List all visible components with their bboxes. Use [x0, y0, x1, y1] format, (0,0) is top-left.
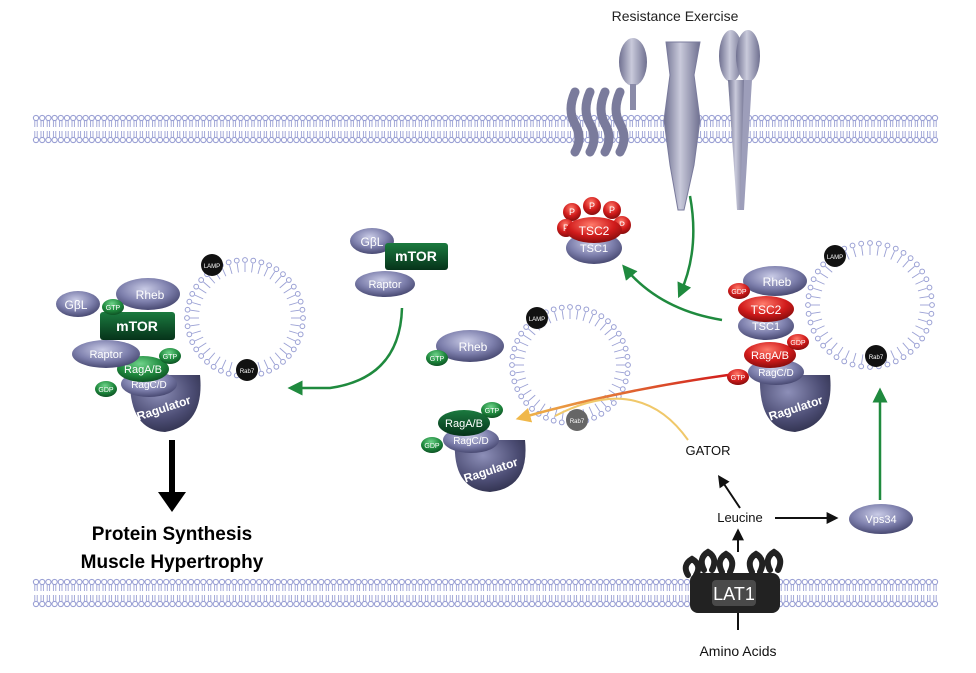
muscle-hypertrophy-label: Muscle Hypertrophy: [81, 552, 264, 573]
phospho-badge: P: [563, 223, 569, 233]
tsc2-label: TSC2: [751, 303, 782, 317]
phospho-badge: P: [609, 205, 615, 215]
gtp-badge: GTP: [731, 375, 746, 382]
rag-switch-arrow: [515, 373, 729, 423]
amino-acids-label: Amino Acids: [699, 643, 776, 659]
raptor-shape: [72, 340, 140, 368]
plasma-membrane-top: [32, 114, 939, 144]
protein-synthesis-label: Protein Synthesis: [92, 524, 253, 545]
lat1-label: LAT1: [713, 584, 755, 604]
ragc-d-label: RagC/D: [453, 436, 489, 447]
rab7-badge: Rab7: [570, 419, 585, 425]
lamp-badge: LAMP: [204, 264, 220, 270]
rheb-label: Rheb: [459, 340, 488, 354]
rheb-label: Rheb: [763, 275, 792, 289]
phospho-badge: P: [569, 207, 575, 217]
gdp-badge: GDP: [790, 340, 806, 347]
leucine-label: Leucine: [717, 510, 763, 525]
gbl-label: GβL: [65, 298, 88, 312]
raptor-label: Raptor: [89, 349, 122, 361]
phosphorylated-tsc: P P P P P TSC1 TSC2: [557, 197, 631, 264]
vps34-shape: [849, 504, 913, 534]
gator-label: GATOR: [685, 443, 730, 458]
gtp-badge: GTP: [163, 354, 178, 361]
gtp-badge: GTP: [485, 408, 500, 415]
rab7-badge: Rab7: [240, 369, 255, 375]
gtp-badge: GTP: [106, 305, 121, 312]
lat1-transporter: LAT1: [682, 548, 784, 613]
tsc-release-arrow: [622, 264, 723, 322]
raga-b-label: RagA/B: [124, 364, 162, 376]
gdp-badge: GDP: [424, 443, 440, 450]
rab7-badge: Rab7: [869, 355, 884, 361]
middle-lysosome-complex: Rheb GTP Ragulator RagC/D RagA/B GTP GDP…: [421, 307, 588, 492]
exercise-arrow: [677, 195, 695, 299]
tsc1-label: TSC1: [752, 321, 780, 333]
vps34-label: Vps34: [865, 514, 896, 526]
phospho-badge: P: [619, 220, 625, 230]
pathway-arrows: [158, 195, 888, 630]
gdp-badge: GDP: [731, 289, 747, 296]
rheb-label: Rheb: [136, 288, 165, 302]
active-mtorc1-complex: Ragulator RagC/D RagA/B GTP GDP Raptor m…: [56, 254, 258, 432]
tsc2-label: TSC2: [579, 224, 610, 238]
gbl-label: GβL: [361, 235, 384, 249]
gbl-shape: [56, 291, 100, 317]
mtor-box: [100, 312, 175, 340]
phospho-badge: P: [589, 201, 595, 211]
rheb-shape: [116, 278, 180, 310]
membrane-receptors: [566, 30, 760, 211]
ragc-d-label: RagC/D: [131, 380, 167, 391]
leucine-gator-arrow: [718, 475, 741, 509]
mtor-label: mTOR: [116, 318, 158, 334]
ragc-d-label: RagC/D: [758, 368, 794, 379]
inactive-lysosome-complex: Rheb GDP TSC1 TSC2 Ragulator RagC/D RagA…: [727, 245, 887, 432]
gtp-badge: GTP: [430, 356, 445, 363]
raga-b-label: RagA/B: [445, 418, 483, 430]
mtor-label: mTOR: [395, 248, 437, 264]
output-arrow: [158, 492, 186, 512]
plasma-membrane-bottom: [32, 578, 939, 608]
lamp-badge: LAMP: [529, 317, 545, 323]
gator-arrow: [554, 397, 689, 441]
raptor-label: Raptor: [368, 279, 401, 291]
lamp-badge: LAMP: [827, 255, 843, 261]
mtor-recruit-arrow: [287, 307, 404, 396]
raga-b-label: RagA/B: [751, 350, 789, 362]
tsc1-label: TSC1: [580, 243, 608, 255]
free-mtorc1: GβL Raptor mTOR: [350, 228, 448, 297]
gdp-badge: GDP: [98, 387, 114, 394]
resistance-exercise-label: Resistance Exercise: [612, 8, 739, 24]
